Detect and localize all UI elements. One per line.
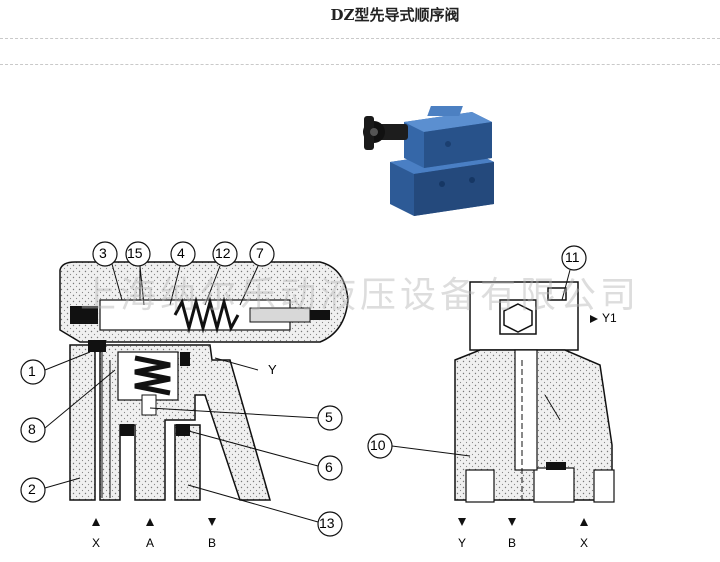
callout-3: 3 [99, 245, 107, 261]
port-label-x-right: X [580, 536, 589, 550]
callout-13: 13 [319, 515, 335, 531]
title-divider [0, 64, 720, 65]
left-callouts [20, 241, 343, 537]
callout-7: 7 [256, 245, 264, 261]
callout-6: 6 [325, 459, 333, 475]
callout-1: 1 [28, 363, 36, 379]
valve-product-image [363, 106, 494, 216]
y1-label: Y1 [602, 311, 617, 325]
port-label-b-left: B [208, 536, 217, 550]
callout-12: 12 [215, 245, 231, 261]
right-port-arrows [458, 518, 588, 526]
callout-4: 4 [177, 245, 185, 261]
watermark-text: 上海纳尔乐动液压设备有限公司 [80, 275, 641, 316]
left-port-arrows [92, 518, 216, 526]
callout-5: 5 [325, 409, 333, 425]
callout-11: 11 [565, 249, 580, 265]
port-label-b-right: B [508, 536, 517, 550]
callout-10: 10 [370, 437, 386, 453]
callout-2: 2 [28, 481, 36, 497]
sectional-diagram [20, 241, 615, 537]
page-title: DZ型先导式顺序阀 [330, 6, 460, 24]
port-label-y: Y [458, 536, 467, 550]
port-label-x-left: X [92, 536, 101, 550]
top-divider [0, 38, 720, 39]
callout-8: 8 [28, 421, 36, 437]
callout-15: 15 [127, 245, 143, 261]
callout-y: Y [268, 362, 277, 377]
port-label-a: A [146, 536, 155, 550]
